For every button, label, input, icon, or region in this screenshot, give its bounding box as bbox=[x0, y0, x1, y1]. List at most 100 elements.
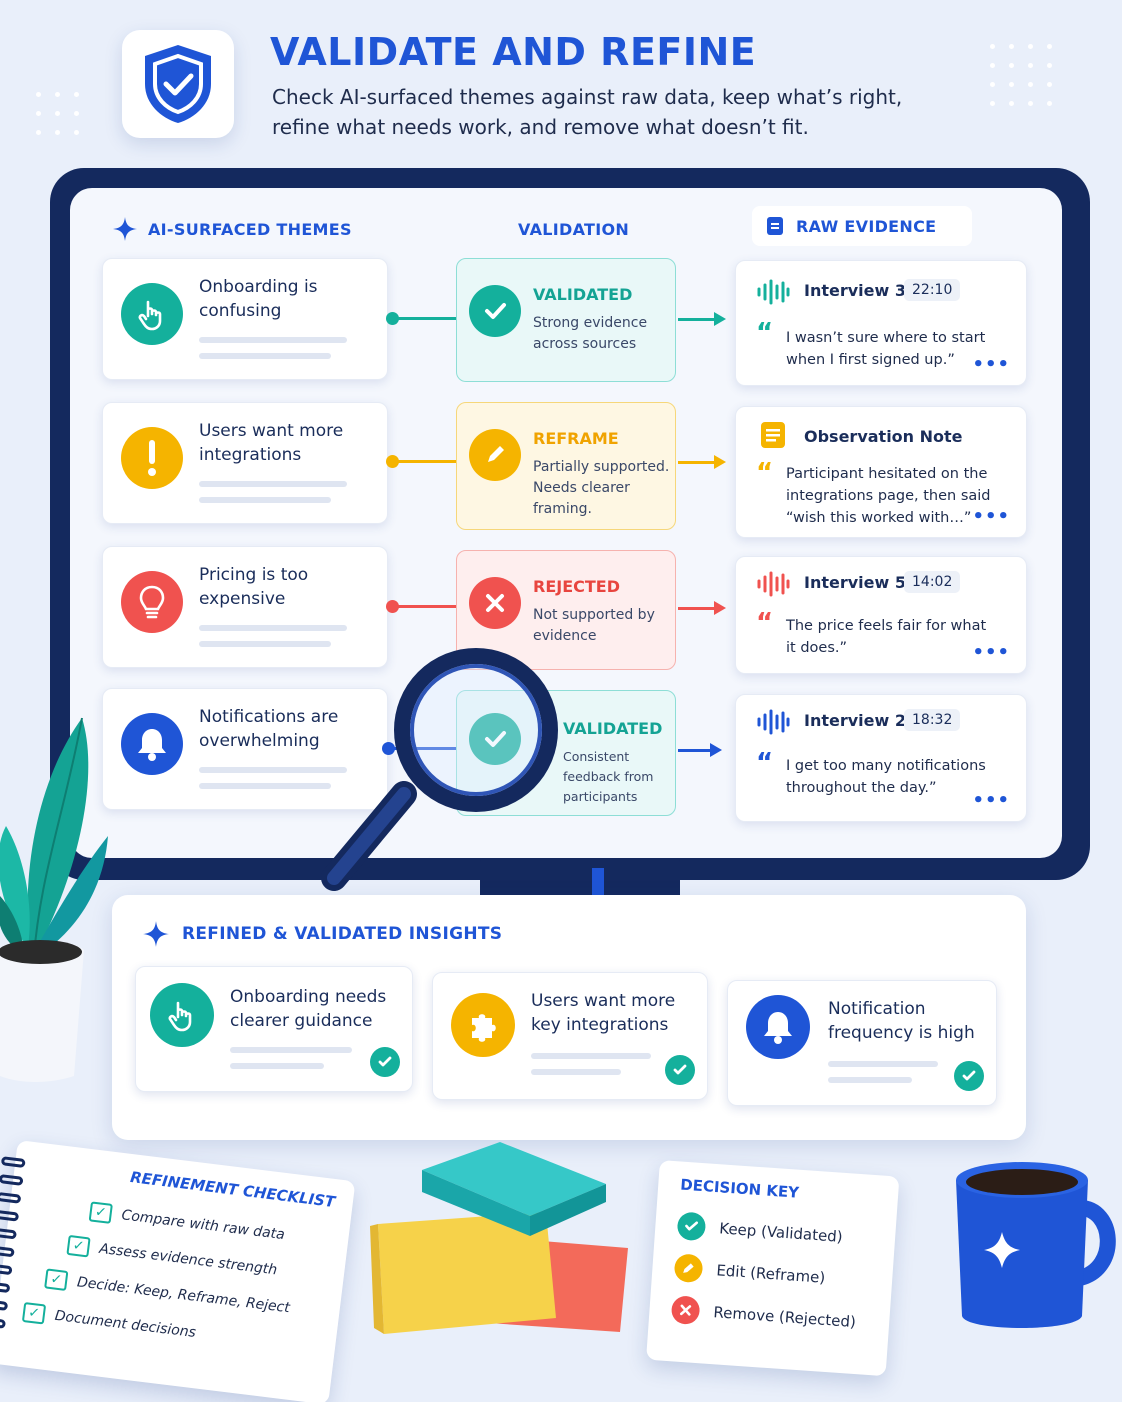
document-icon bbox=[767, 217, 783, 235]
placeholder-line bbox=[199, 641, 331, 647]
bell-icon bbox=[746, 995, 810, 1059]
placeholder-line bbox=[828, 1061, 938, 1067]
quote-icon: “ bbox=[756, 318, 774, 348]
more-icon[interactable]: ••• bbox=[972, 354, 1010, 375]
insight-label: Onboarding needs clearer guidance bbox=[230, 987, 387, 1031]
evidence-card[interactable]: Observation Note “ Participant hesitated… bbox=[735, 406, 1027, 538]
theme-card[interactable]: Notifications are overwhelming bbox=[102, 688, 388, 810]
arrow-connector bbox=[678, 455, 726, 469]
more-icon[interactable]: ••• bbox=[972, 642, 1010, 663]
validation-card[interactable]: REFRAME Partially supported. Needs clear… bbox=[456, 402, 676, 530]
timestamp-badge: 22:10 bbox=[904, 279, 961, 301]
evidence-card[interactable]: Interview 5 14:02 “ The price feels fair… bbox=[735, 556, 1027, 674]
placeholder-line bbox=[230, 1063, 324, 1069]
connector-line bbox=[386, 455, 456, 468]
placeholder-line bbox=[199, 337, 347, 343]
more-icon[interactable]: ••• bbox=[972, 506, 1010, 527]
insight-card[interactable]: Onboarding needs clearer guidance bbox=[135, 966, 413, 1092]
audio-wave-icon bbox=[757, 279, 790, 305]
connector-line bbox=[386, 312, 456, 325]
validation-description: Partially supported. Needs clearer frami… bbox=[533, 459, 670, 517]
arrow-connector bbox=[678, 743, 722, 757]
placeholder-line bbox=[199, 497, 331, 503]
page-subtitle: Check AI-surfaced themes against raw dat… bbox=[272, 85, 903, 139]
connector-line bbox=[382, 742, 456, 755]
quote-icon: “ bbox=[756, 458, 774, 488]
decor-dots-left bbox=[36, 92, 79, 135]
check-badge-icon bbox=[370, 1047, 400, 1077]
refinement-checklist: REFINEMENT CHECKLIST ✓Compare with raw d… bbox=[0, 1140, 356, 1402]
evidence-quote: I wasn’t sure where to start when I firs… bbox=[786, 330, 986, 368]
audio-wave-icon bbox=[757, 571, 790, 597]
evidence-quote: I get too many notifications throughout … bbox=[786, 758, 986, 796]
lightbulb-icon bbox=[121, 571, 183, 633]
connector-line bbox=[386, 600, 456, 613]
page-title: VALIDATE AND REFINE bbox=[270, 30, 757, 74]
placeholder-line bbox=[199, 481, 347, 487]
placeholder-line bbox=[199, 767, 347, 773]
evidence-card[interactable]: Interview 3 22:10 “ I wasn’t sure where … bbox=[735, 260, 1027, 386]
quote-icon: “ bbox=[756, 748, 774, 778]
theme-card[interactable]: Users want more integrations bbox=[102, 402, 388, 524]
insight-label: Users want more key integrations bbox=[531, 991, 676, 1035]
validation-status: REJECTED bbox=[533, 577, 620, 596]
evidence-title: Interview 5 bbox=[804, 573, 906, 592]
pencil-icon bbox=[673, 1253, 704, 1284]
check-badge-icon bbox=[665, 1055, 695, 1085]
evidence-heading: RAW EVIDENCE bbox=[752, 206, 972, 246]
validation-card[interactable]: VALIDATED Consistent feedback from parti… bbox=[456, 690, 676, 816]
validation-status: VALIDATED bbox=[563, 719, 663, 738]
bell-icon bbox=[121, 713, 183, 775]
themes-heading: AI-SURFACED THEMES bbox=[112, 216, 352, 242]
placeholder-line bbox=[531, 1069, 621, 1075]
evidence-quote: Participant hesitated on the integration… bbox=[786, 466, 991, 526]
note-icon bbox=[761, 422, 785, 448]
decor-dots-right bbox=[990, 44, 1052, 106]
theme-label: Onboarding is confusing bbox=[199, 277, 318, 321]
check-icon bbox=[469, 713, 521, 765]
more-icon[interactable]: ••• bbox=[972, 790, 1010, 811]
theme-label: Users want more integrations bbox=[199, 421, 344, 465]
pencil-icon bbox=[469, 429, 521, 481]
insight-card[interactable]: Notification frequency is high bbox=[727, 980, 997, 1106]
checklist-item[interactable]: ✓Document decisions bbox=[21, 1301, 197, 1343]
validation-description: Not supported by evidence bbox=[533, 607, 655, 644]
hand-tap-icon bbox=[150, 983, 214, 1047]
decision-key-title: DECISION KEY bbox=[679, 1175, 800, 1202]
sticky-notes-illustration bbox=[370, 1142, 628, 1334]
check-badge-icon bbox=[954, 1061, 984, 1091]
validation-description: Consistent feedback from participants bbox=[563, 749, 654, 804]
evidence-title: Interview 3 bbox=[804, 281, 906, 300]
check-icon bbox=[469, 285, 521, 337]
checklist-item[interactable]: ✓Assess evidence strength bbox=[66, 1234, 278, 1281]
theme-card[interactable]: Onboarding is confusing bbox=[102, 258, 388, 380]
arrow-connector bbox=[678, 312, 726, 326]
decision-key-item: Edit (Reframe) bbox=[673, 1253, 827, 1291]
checkbox-icon: ✓ bbox=[21, 1301, 47, 1325]
sparkle-icon bbox=[143, 921, 169, 947]
checkbox-icon: ✓ bbox=[44, 1268, 69, 1291]
coffee-mug-illustration bbox=[956, 1162, 1116, 1328]
x-icon bbox=[670, 1295, 701, 1326]
evidence-quote: The price feels fair for what it does.” bbox=[786, 618, 987, 656]
shield-logo bbox=[122, 30, 234, 138]
evidence-title: Observation Note bbox=[804, 427, 963, 446]
magnifying-glass-icon bbox=[321, 648, 558, 891]
validation-card[interactable]: VALIDATED Strong evidence across sources bbox=[456, 258, 676, 382]
placeholder-line bbox=[199, 625, 347, 631]
insights-heading: REFINED & VALIDATED INSIGHTS bbox=[142, 920, 502, 948]
checkbox-icon: ✓ bbox=[88, 1201, 113, 1224]
exclamation-icon bbox=[121, 427, 183, 489]
sparkle-icon bbox=[113, 217, 137, 241]
insight-card[interactable]: Users want more key integrations bbox=[432, 972, 708, 1100]
puzzle-icon bbox=[451, 993, 515, 1057]
evidence-title: Interview 2 bbox=[804, 711, 906, 730]
checklist-title: REFINEMENT CHECKLIST bbox=[129, 1168, 337, 1212]
placeholder-line bbox=[230, 1047, 352, 1053]
evidence-card[interactable]: Interview 2 18:32 “ I get too many notif… bbox=[735, 694, 1027, 822]
decision-key-item: Remove (Rejected) bbox=[670, 1295, 857, 1336]
checklist-item[interactable]: ✓Compare with raw data bbox=[88, 1201, 286, 1245]
placeholder-line bbox=[199, 353, 331, 359]
plant-illustration bbox=[0, 717, 108, 1082]
placeholder-line bbox=[828, 1077, 912, 1083]
